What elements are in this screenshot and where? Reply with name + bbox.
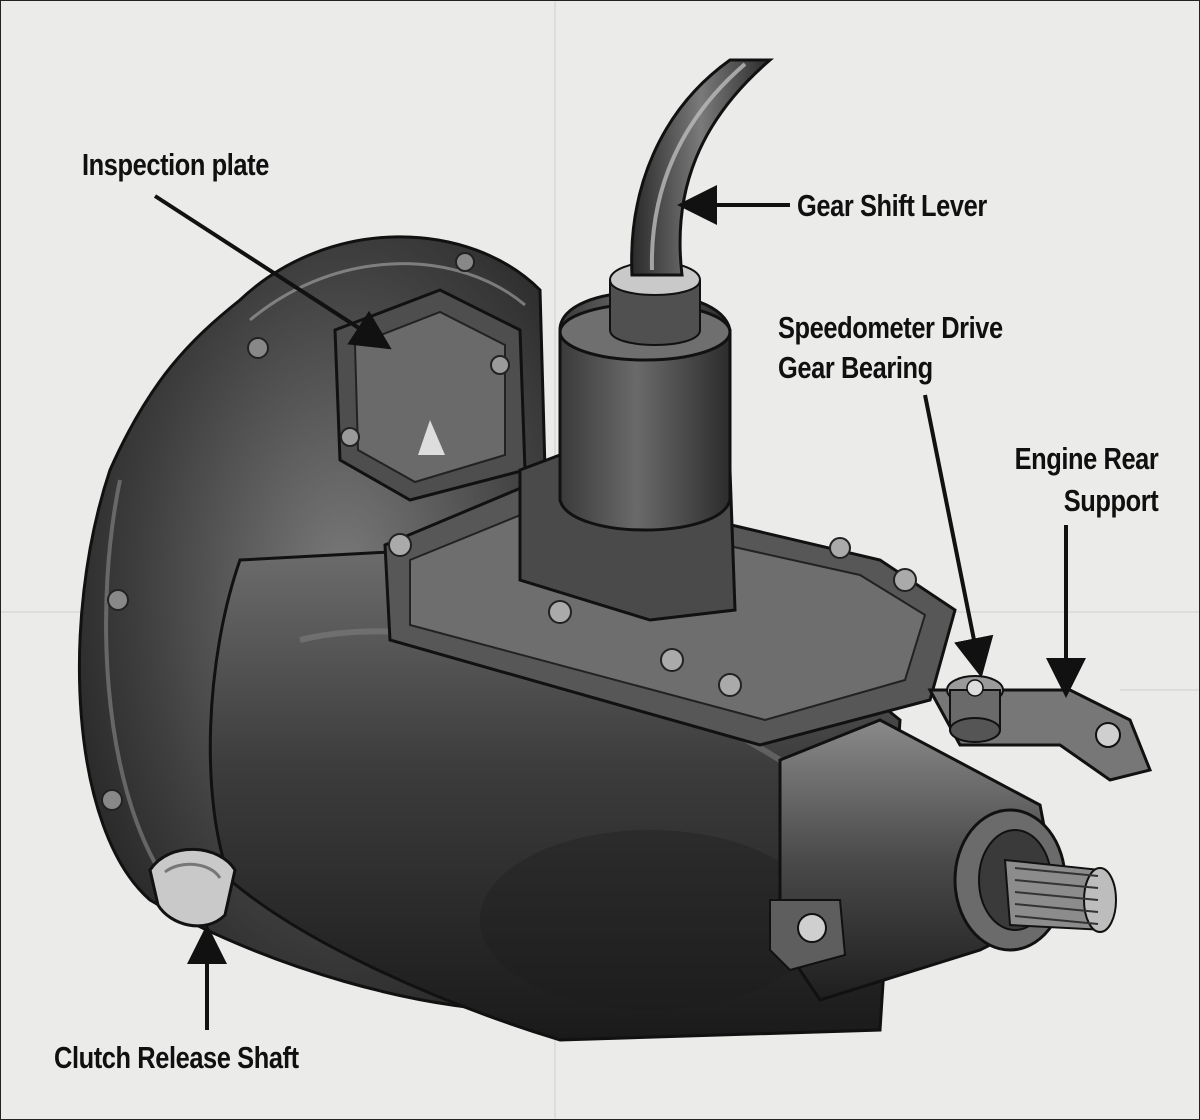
inspection-plate (333, 288, 527, 502)
bolt-icon (718, 673, 742, 697)
leader-arrows (153, 185, 1086, 1030)
bolt-icon (829, 537, 851, 559)
bolt-icon (247, 337, 269, 359)
label-gear-shift-lever: Gear Shift Lever (797, 188, 987, 223)
label-engine-rear-line2: Support (1063, 483, 1158, 518)
shift-tower (518, 261, 737, 622)
arrow-inspection-plate (153, 194, 392, 350)
clutch-release-shaft (148, 847, 237, 928)
bolt-icon (548, 600, 572, 624)
label-speedometer-line1: Speedometer Drive (778, 310, 1003, 345)
bolt-icon (893, 568, 917, 592)
arrow-speedometer (923, 394, 994, 678)
speedometer-drive-bearing (946, 675, 1004, 743)
bolt-icon (388, 533, 412, 557)
label-speedometer-line2: Gear Bearing (778, 350, 933, 385)
tail-housing (769, 718, 1117, 1002)
bolt-icon (101, 789, 123, 811)
bolt-icon (107, 589, 129, 611)
bolt-icon (660, 648, 684, 672)
label-clutch-release-shaft: Clutch Release Shaft (54, 1040, 299, 1075)
gear-shift-lever (630, 58, 775, 277)
label-engine-rear-line1: Engine Rear (1014, 441, 1158, 476)
label-inspection-plate: Inspection plate (82, 147, 269, 182)
bolt-icon (455, 252, 475, 272)
